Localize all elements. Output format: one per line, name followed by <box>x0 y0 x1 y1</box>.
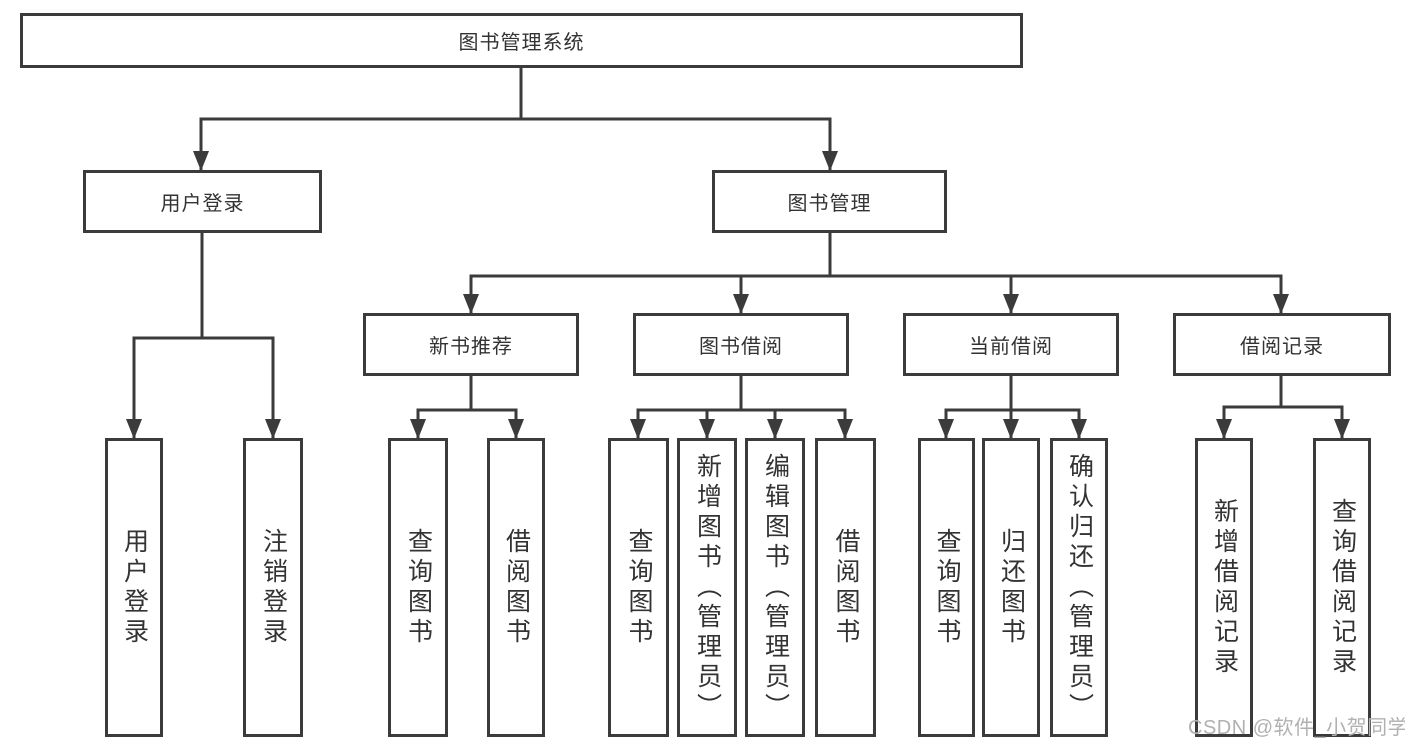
node-borrow-records: 借阅记录 <box>1173 313 1391 376</box>
connector-new-books-trunk <box>416 374 518 412</box>
connector-current-borrow-trunk <box>944 374 1081 412</box>
csdn-watermark: CSDN @软件_小贺同学 <box>1188 717 1405 739</box>
node-leaf-newbook-borrow: 借阅图书 <box>487 438 545 737</box>
node-label: 新书推荐 <box>429 336 513 358</box>
node-leaf-borrow-query: 查询图书 <box>608 438 669 737</box>
connector-book-borrow-trunk <box>636 374 847 412</box>
node-label: 查询图书 <box>404 527 433 648</box>
node-leaf-borrow-edit-admin: 编辑图书（管理员） <box>745 438 805 737</box>
node-book-management: 图书管理 <box>712 170 947 233</box>
connector-user-login-trunk <box>132 231 275 340</box>
connector-root-trunk <box>199 66 832 121</box>
node-label: 编辑图书（管理员） <box>761 452 790 723</box>
node-book-borrow: 图书借阅 <box>633 313 849 376</box>
node-leaf-record-query: 查询借阅记录 <box>1313 438 1371 737</box>
node-leaf-current-return: 归还图书 <box>982 438 1040 737</box>
node-new-book-recommend: 新书推荐 <box>363 313 579 376</box>
node-label: 借阅图书 <box>832 527 860 648</box>
node-label: 图书管理系统 <box>458 32 585 54</box>
node-leaf-current-confirm-admin: 确认归还（管理员） <box>1050 438 1108 737</box>
node-label: 新增借阅记录 <box>1210 497 1239 678</box>
node-user-login: 用户登录 <box>83 170 322 233</box>
node-root: 图书管理系统 <box>20 13 1023 68</box>
node-leaf-borrow-add-admin: 新增图书（管理员） <box>677 438 737 737</box>
node-label: 借阅记录 <box>1240 336 1324 358</box>
connector-borrow-records-trunk <box>1222 374 1344 409</box>
node-label: 查询图书 <box>933 527 961 648</box>
node-label: 图书管理 <box>787 193 872 215</box>
node-leaf-newbook-query: 查询图书 <box>388 438 448 737</box>
node-leaf-borrow-borrow: 借阅图书 <box>815 438 876 737</box>
node-label: 归还图书 <box>997 527 1026 648</box>
node-label: 新增图书（管理员） <box>693 452 722 723</box>
node-label: 用户登录 <box>120 527 149 648</box>
node-leaf-user-login: 用户登录 <box>105 438 163 737</box>
node-label: 确认归还（管理员） <box>1065 452 1094 723</box>
node-label: 用户登录 <box>160 193 245 215</box>
node-label: 注销登录 <box>259 527 288 648</box>
node-label: 借阅图书 <box>502 527 531 648</box>
node-current-borrow: 当前借阅 <box>903 313 1119 376</box>
node-leaf-current-query: 查询图书 <box>918 438 975 737</box>
node-label: 查询借阅记录 <box>1328 497 1357 678</box>
node-label: 查询图书 <box>625 527 653 648</box>
node-label: 当前借阅 <box>969 336 1053 358</box>
node-leaf-logout: 注销登录 <box>243 438 303 737</box>
node-label: 图书借阅 <box>699 336 783 358</box>
node-leaf-record-add: 新增借阅记录 <box>1195 438 1253 737</box>
connector-book-mgmt-trunk <box>469 231 1283 278</box>
